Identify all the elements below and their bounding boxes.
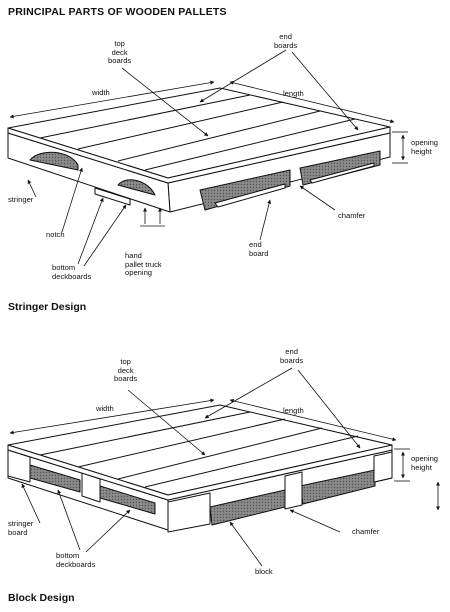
block-design-caption: Block Design [8,592,75,604]
stringer-top-deck-boards-label: top deck boards [108,39,132,66]
stringer-end-board-label: end board [249,240,269,258]
block-bottom-deckboards-label: bottom deckboards [56,551,96,569]
block-top-deck-boards-label: top deck boards [114,357,138,384]
block-end-boards-label: end boards [280,347,304,365]
block-chamfer-label: chamfer [352,527,380,536]
stringer-stringer-label: stringer [8,195,34,204]
front-opening-left [199,169,291,211]
page-title: PRINCIPAL PARTS OF WOODEN PALLETS [8,6,227,18]
stringer-length-label: length [283,89,304,98]
block-length-label: length [283,406,304,415]
block-front-2 [284,471,303,510]
stringer-opening-height-label: opening height [411,138,439,156]
stringer-hand-pallet-truck-opening-label: hand pallet truck opening [125,251,162,278]
block-stringer-board-label: stringer board [8,519,34,537]
stringer-pallet [7,87,391,213]
stringer-leaders [27,49,359,267]
front-opening-right [299,150,381,186]
stringer-design-caption: Stringer Design [8,301,87,313]
stringer-bottom-deckboards-label: bottom deckboards [52,263,92,281]
block-front-3 [373,451,393,483]
block-dimensions [9,398,440,511]
stringer-notch-label: notch [46,230,65,239]
notch-1 [29,151,79,171]
stringer-end-boards-label: end boards [274,32,298,50]
stringer-chamfer-label: chamfer [338,211,366,220]
stringer-dimensions [9,80,408,227]
stringer-width-label: width [92,88,110,97]
block-width-label: width [96,404,114,413]
block-block-label: block [255,567,273,576]
notch-2 [117,179,156,196]
block-leaders [21,367,361,567]
block-opening-height-label: opening height [411,454,439,472]
